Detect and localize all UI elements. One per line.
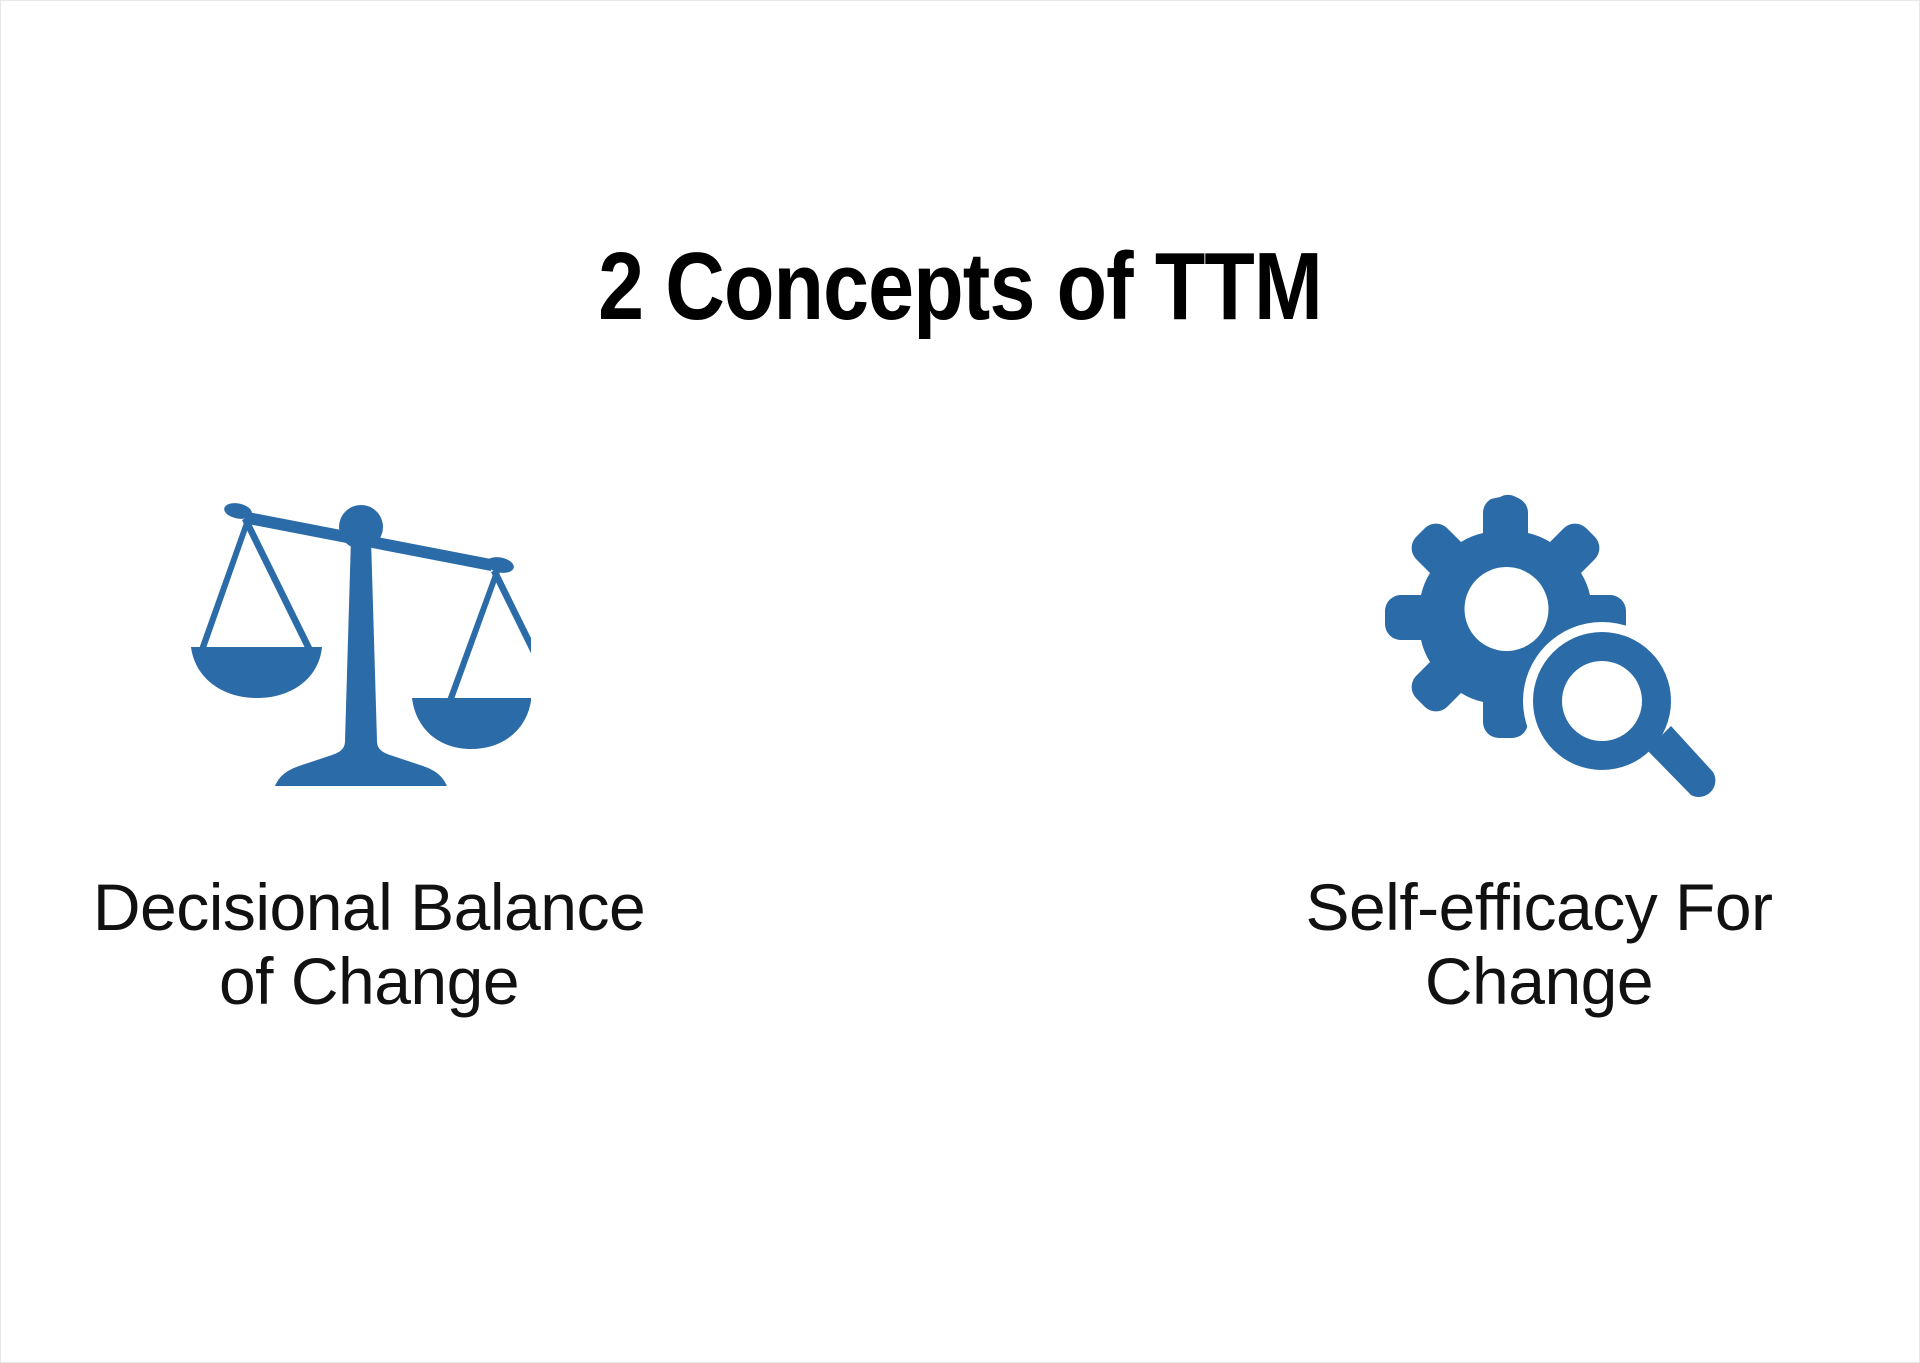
concept-label-self-efficacy: Self-efficacy For Change xyxy=(1305,870,1773,1019)
concept-label-line-2: of Change xyxy=(218,943,520,1018)
concept-item-decisional-balance: Decisional Balance of Change xyxy=(41,471,801,1019)
concepts-row: Decisional Balance of Change xyxy=(1,471,1919,1131)
gear-magnifier-graphic xyxy=(1385,494,1716,797)
concept-label-line-1: Decisional Balance xyxy=(92,870,646,944)
gear-magnifier-icon xyxy=(1377,471,1717,831)
concept-label-line-1: Self-efficacy For xyxy=(1305,870,1773,944)
concept-label-decisional-balance: Decisional Balance of Change xyxy=(92,870,646,1019)
concept-label-line-2: Change xyxy=(1424,943,1654,1018)
balance-scale-graphic xyxy=(191,503,531,786)
concept-item-self-efficacy: Self-efficacy For Change xyxy=(1119,471,1879,1019)
page-title: 2 Concepts of TTM xyxy=(598,233,1323,340)
balance-scale-icon xyxy=(191,471,531,831)
